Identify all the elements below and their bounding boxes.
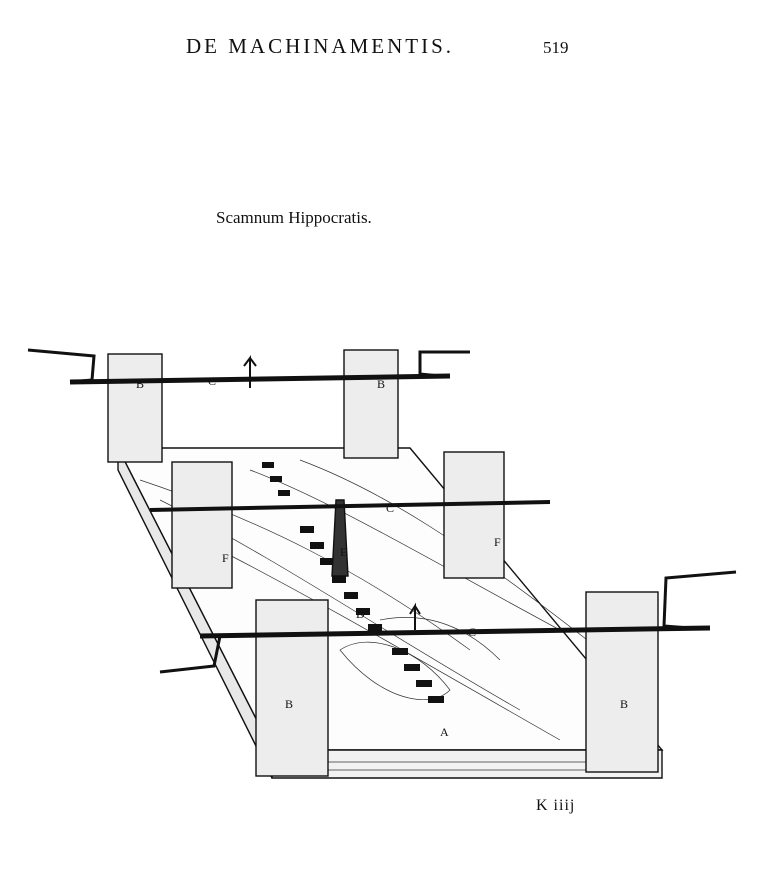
hippocratic-bench-woodcut: B B C E D F F C C B B A xyxy=(27,348,737,779)
woodcut-illustration xyxy=(27,348,737,779)
label-b-front-left: B xyxy=(285,697,293,711)
crank-back-left xyxy=(27,348,96,384)
crank-front-left xyxy=(159,634,222,674)
slot-ladder xyxy=(262,462,444,703)
label-e: E xyxy=(340,545,347,559)
crank-back-right xyxy=(418,350,470,378)
figure-caption: Scamnum Hippocratis. xyxy=(216,208,372,227)
label-b-back-right: B xyxy=(377,377,385,391)
label-c-front: C xyxy=(468,625,476,639)
arrow-back xyxy=(243,355,257,388)
label-d: D xyxy=(356,607,365,621)
axle-front xyxy=(199,625,711,639)
post-mid-right xyxy=(443,451,505,579)
post-back-right xyxy=(343,349,399,459)
post-mid-left xyxy=(171,461,233,589)
post-front-left xyxy=(255,599,329,777)
label-b-back-left: B xyxy=(136,377,144,391)
wood-grain xyxy=(139,459,640,771)
crank-front-right xyxy=(662,570,737,630)
running-title: DE MACHINAMENTIS. xyxy=(186,34,454,58)
label-c-mid: C xyxy=(386,501,394,515)
page-number: 519 xyxy=(543,38,569,57)
figure-letters: B B C E D F F C C B B A xyxy=(136,374,628,739)
post-back-left xyxy=(107,353,163,463)
label-f-right: F xyxy=(494,535,501,549)
axle-middle xyxy=(149,500,551,512)
label-f-left: F xyxy=(222,551,229,565)
axle-back xyxy=(69,373,451,385)
label-c-back: C xyxy=(208,374,216,388)
arrow-front xyxy=(409,602,421,630)
peg-e xyxy=(331,499,349,577)
label-a: A xyxy=(440,725,449,739)
post-front-right xyxy=(585,591,659,773)
signature-mark: K iiij xyxy=(536,797,576,814)
label-b-front-right: B xyxy=(620,697,628,711)
